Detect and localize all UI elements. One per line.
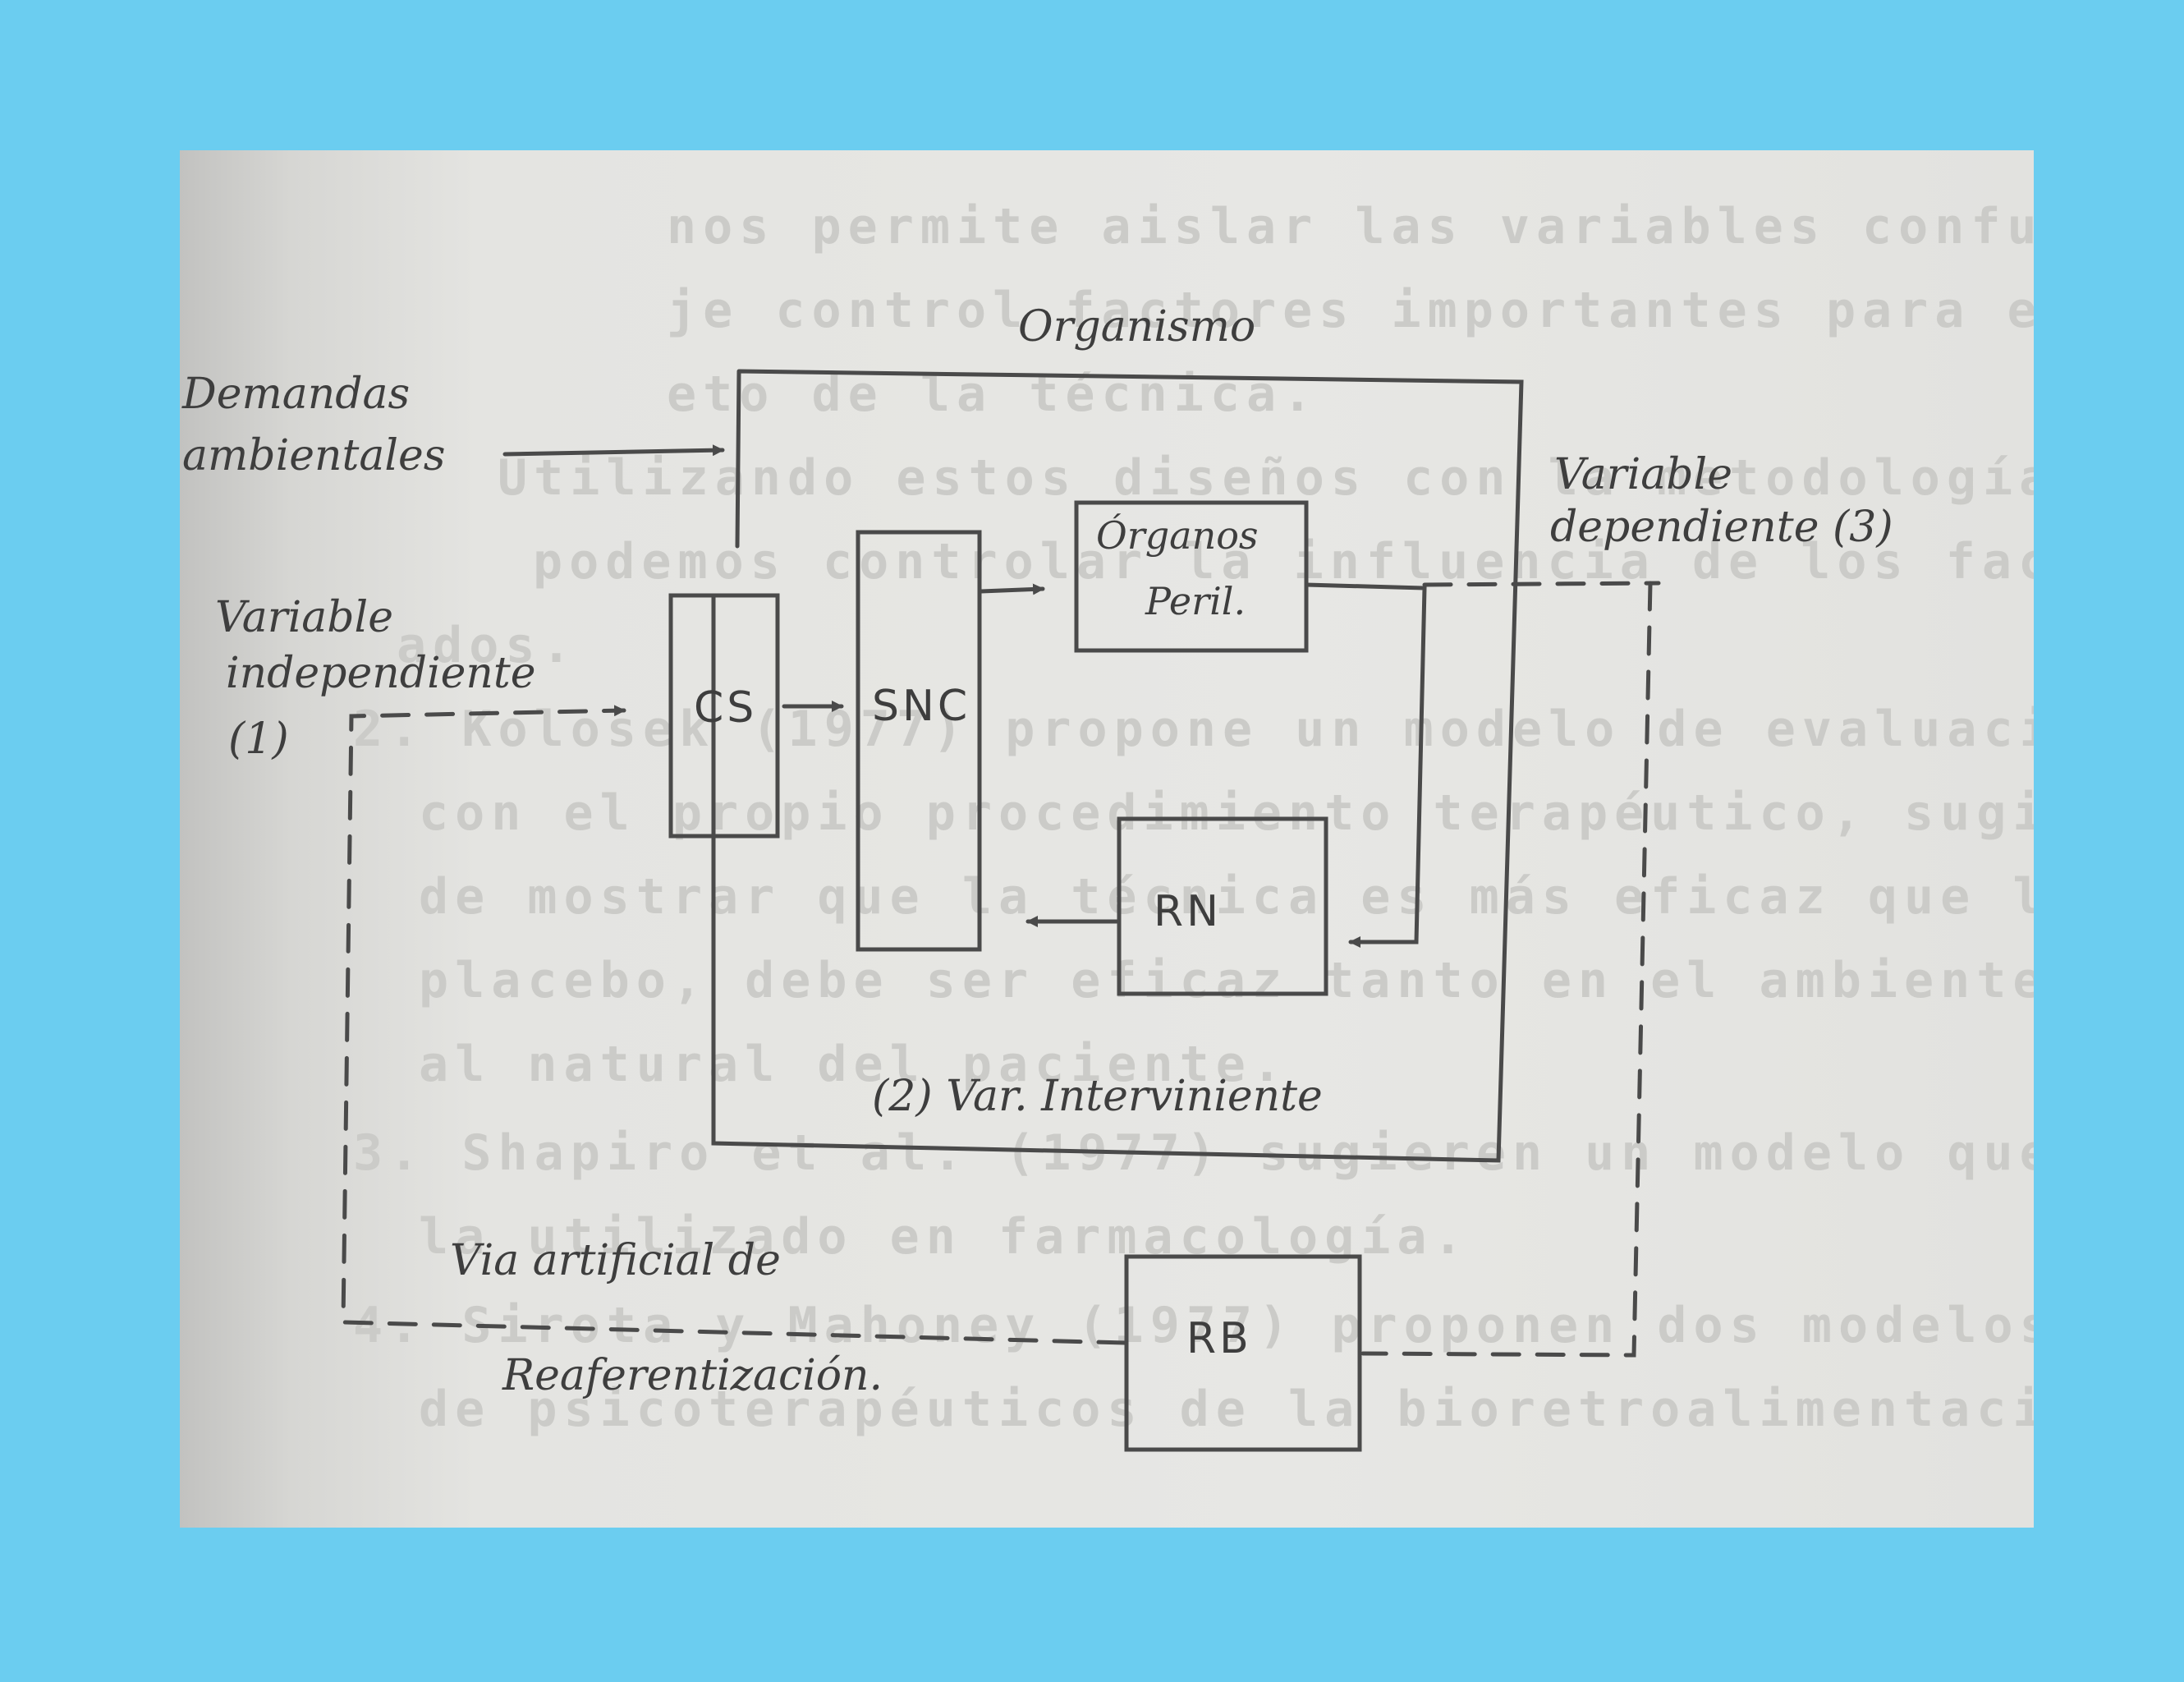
reaferentizacion-label: Reaferentización. xyxy=(502,1351,883,1400)
right-dashed-line xyxy=(1360,581,1653,1358)
snc-label: SNC xyxy=(872,682,971,731)
bg-text-line: de mostrar que la técnica es más eficaz … xyxy=(419,868,2034,926)
bg-text-line: ados. xyxy=(397,617,578,674)
organismo-label: Organismo xyxy=(1018,302,1256,352)
bg-text-line: placebo, debe ser eficaz tanto en el amb… xyxy=(419,952,2034,1009)
bg-text-line: Utilizando estos diseños con la metodolo… xyxy=(498,449,2034,507)
bg-text-line: al natural del paciente. xyxy=(419,1036,1288,1093)
bg-text-line: con el propio procedimiento terapéutico,… xyxy=(419,784,2034,842)
dependiente-label: dependiente (3) xyxy=(1550,503,1893,552)
bg-text-line: nos permite aislar las variables confusa… xyxy=(667,198,2034,255)
rb-box xyxy=(1124,1254,1362,1452)
cs-box xyxy=(668,593,780,839)
indep-number-label: (1) xyxy=(228,715,289,764)
bg-text-line: podemos controlar la influencia de los f… xyxy=(533,533,2034,591)
organos-to-rn-arrow xyxy=(1304,582,1427,948)
bg-text-line: je control factores importantes para eva… xyxy=(667,282,2034,339)
snc-box xyxy=(856,530,982,952)
background-typed-text: nos permite aislar las variables confusa… xyxy=(180,150,2034,1528)
rn-label: RN xyxy=(1154,887,1223,936)
snc-to-organos-arrow xyxy=(979,583,1045,595)
independiente-label: independiente xyxy=(226,649,536,698)
cs-label: CS xyxy=(694,683,758,733)
peril-label: Peril. xyxy=(1145,579,1246,623)
rb-label: RB xyxy=(1186,1314,1252,1363)
via-artificial-dashed-line xyxy=(341,705,1127,1345)
interviniente-label: (2) Var. Interviniente xyxy=(872,1072,1323,1121)
variable-dep-label: Variable xyxy=(1554,450,1732,499)
scanned-page: nos permite aislar las variables confusa… xyxy=(180,150,2034,1528)
variable-indep-label: Variable xyxy=(215,593,393,642)
demandas-arrow xyxy=(502,444,725,457)
dependiente-dashed-line xyxy=(1422,581,1661,587)
bg-text-line: 4. Sirota y Mahoney (1977) proponen dos … xyxy=(353,1297,2034,1354)
demandas-label: Demandas xyxy=(182,370,411,419)
rn-box xyxy=(1117,816,1328,996)
bg-text-line: de psicoterapéuticos de la bioretroalime… xyxy=(419,1381,2034,1438)
bg-text-line: 2. Kolosek (1977) propone un modelo de e… xyxy=(353,701,2034,758)
via-artificial-label: Via artificial de xyxy=(450,1236,781,1285)
organos-label: Órganos xyxy=(1096,513,1259,558)
ambientales-label: ambientales xyxy=(182,431,446,480)
organismo-box xyxy=(711,369,1524,1163)
organos-box xyxy=(1074,500,1309,653)
